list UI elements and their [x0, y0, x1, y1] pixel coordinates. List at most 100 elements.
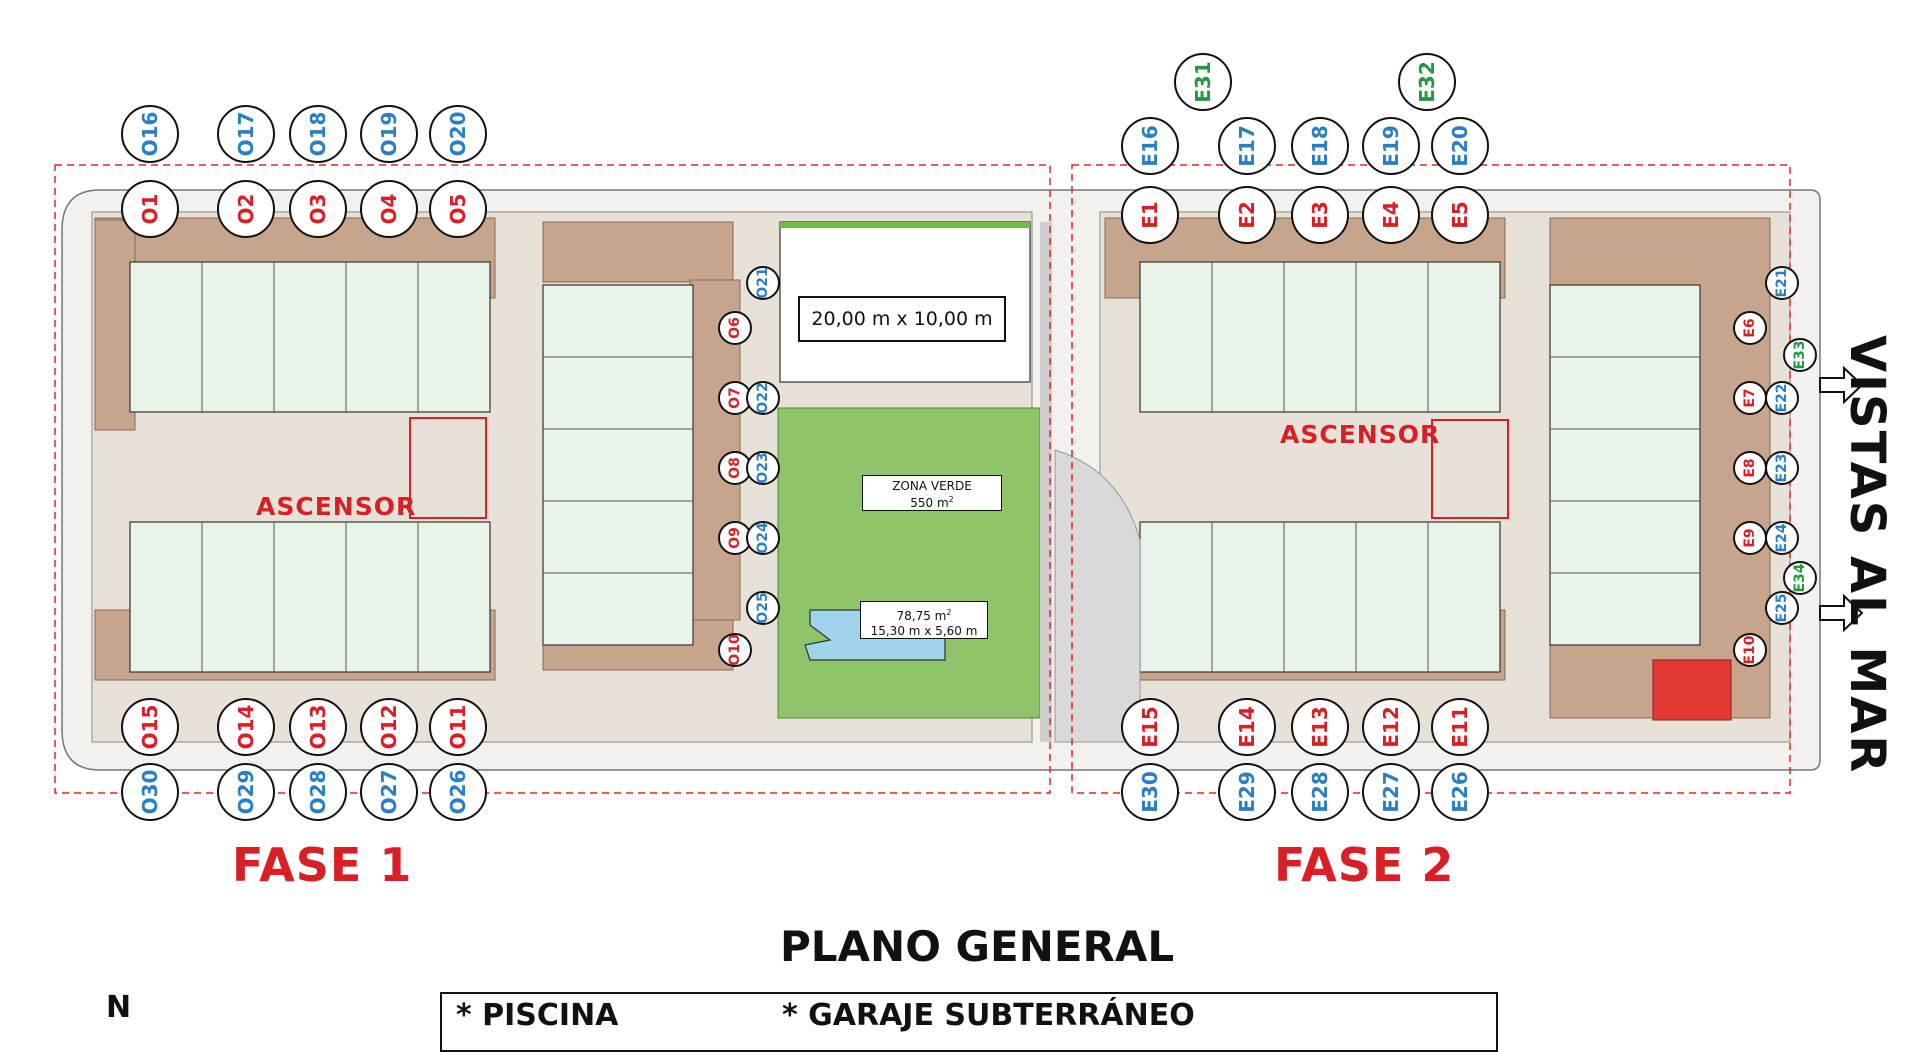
- pool-area-dimensions: 20,00 m x 10,00 m: [798, 296, 1006, 342]
- unit-marker-circle: [1431, 186, 1489, 244]
- unit-marker-label: E1: [1138, 201, 1162, 229]
- unit-marker-o27: O27: [360, 763, 418, 821]
- unit-marker-circle: [746, 521, 780, 555]
- unit-marker-o17: O17: [217, 105, 275, 163]
- unit-marker-circle: [217, 180, 275, 238]
- unit-marker-circle: [1218, 117, 1276, 175]
- unit-marker-circle: [1765, 381, 1799, 415]
- unit-marker-e14: E14: [1218, 698, 1276, 756]
- unit-marker-label: O20: [446, 112, 470, 157]
- unit-marker-e28: E28: [1291, 763, 1349, 821]
- unit-marker-label: O17: [234, 112, 258, 157]
- unit-marker-circle: [718, 633, 752, 667]
- unit-marker-label: E14: [1235, 706, 1259, 748]
- unit-marker-label: E32: [1415, 61, 1439, 103]
- unit-marker-label: O1: [138, 194, 162, 225]
- unit-marker-e25: E25: [1765, 591, 1799, 625]
- unit-marker-circle: [1765, 591, 1799, 625]
- unit-marker-circle: [1362, 698, 1420, 756]
- unit-marker-label: E10: [1742, 635, 1758, 664]
- unit-marker-circle: [1733, 311, 1767, 345]
- unit-marker-e6: E6: [1733, 311, 1767, 345]
- unit-marker-label: O21: [755, 267, 771, 298]
- unit-marker-label: E34: [1792, 563, 1808, 592]
- unit-marker-e2: E2: [1218, 186, 1276, 244]
- unit-marker-label: E19: [1379, 125, 1403, 167]
- unit-marker-circle: [1765, 521, 1799, 555]
- unit-marker-circle: [121, 105, 179, 163]
- unit-marker-o22: O22: [746, 381, 780, 415]
- unit-marker-o10: O10: [718, 633, 752, 667]
- unit-marker-o16: O16: [121, 105, 179, 163]
- pool-area-sup: 2: [946, 608, 952, 617]
- unit-marker-o30: O30: [121, 763, 179, 821]
- unit-marker-e22: E22: [1765, 381, 1799, 415]
- unit-marker-circle: [1218, 763, 1276, 821]
- unit-marker-circle: [217, 763, 275, 821]
- unit-marker-circle: [360, 698, 418, 756]
- unit-marker-e13: E13: [1291, 698, 1349, 756]
- unit-marker-circle: [746, 381, 780, 415]
- unit-marker-label: O26: [446, 770, 470, 815]
- unit-marker-circle: [217, 105, 275, 163]
- unit-marker-circle: [1431, 763, 1489, 821]
- unit-marker-circle: [1174, 53, 1232, 111]
- unit-marker-label: E4: [1379, 201, 1403, 229]
- unit-marker-label: E6: [1742, 318, 1758, 337]
- unit-marker-e7: E7: [1733, 381, 1767, 415]
- unit-marker-label: E9: [1742, 528, 1758, 547]
- unit-marker-circle: [1765, 451, 1799, 485]
- unit-marker-e5: E5: [1431, 186, 1489, 244]
- unit-marker-e33: E33: [1783, 338, 1817, 372]
- unit-marker-label: E18: [1308, 125, 1332, 167]
- unit-marker-circle: [1431, 698, 1489, 756]
- unit-marker-label: O15: [138, 705, 162, 750]
- unit-marker-e30: E30: [1121, 763, 1179, 821]
- unit-marker-label: O13: [306, 705, 330, 750]
- unit-marker-label: E3: [1308, 201, 1332, 229]
- unit-marker-label: E31: [1191, 61, 1215, 103]
- unit-marker-circle: [1398, 53, 1456, 111]
- unit-marker-label: O2: [234, 194, 258, 225]
- unit-marker-circle: [429, 180, 487, 238]
- unit-marker-label: O10: [727, 634, 743, 666]
- unit-marker-o28: O28: [289, 763, 347, 821]
- unit-marker-label: O7: [727, 387, 743, 409]
- unit-marker-label: O30: [138, 770, 162, 815]
- unit-marker-label: O19: [377, 112, 401, 157]
- unit-marker-label: O28: [306, 770, 330, 815]
- unit-marker-circle: [746, 451, 780, 485]
- unit-marker-e31: E31: [1174, 53, 1232, 111]
- unit-marker-label: O11: [446, 705, 470, 750]
- unit-marker-label: E29: [1235, 771, 1259, 813]
- unit-marker-e4: E4: [1362, 186, 1420, 244]
- unit-marker-o11: O11: [429, 698, 487, 756]
- unit-marker-label: O6: [727, 317, 743, 339]
- sea-view-arrows: [1819, 365, 1864, 633]
- unit-marker-e11: E11: [1431, 698, 1489, 756]
- unit-marker-circle: [1733, 633, 1767, 667]
- unit-marker-label: E22: [1774, 383, 1790, 412]
- unit-marker-o9: O9: [718, 521, 752, 555]
- unit-marker-label: E17: [1235, 125, 1259, 167]
- unit-marker-e18: E18: [1291, 117, 1349, 175]
- unit-marker-circle: [1783, 338, 1817, 372]
- unit-marker-o21: O21: [746, 266, 780, 300]
- unit-marker-e17: E17: [1218, 117, 1276, 175]
- unit-marker-label: O22: [755, 382, 771, 413]
- unit-marker-label: E30: [1138, 771, 1162, 813]
- plan-title: PLANO GENERAL: [780, 922, 1175, 971]
- unit-marker-e12: E12: [1362, 698, 1420, 756]
- unit-marker-e10: E10: [1733, 633, 1767, 667]
- unit-marker-circle: [429, 105, 487, 163]
- unit-marker-circle: [1218, 186, 1276, 244]
- unit-marker-e23: E23: [1765, 451, 1799, 485]
- green-zone-label: ZONA VERDE 550 m2: [862, 475, 1002, 511]
- unit-marker-circle: [1362, 186, 1420, 244]
- unit-marker-circle: [718, 311, 752, 345]
- unit-marker-o3: O3: [289, 180, 347, 238]
- elevator-2-label: ASCENSOR: [1280, 420, 1441, 449]
- unit-marker-label: E25: [1774, 593, 1790, 622]
- unit-marker-label: O18: [306, 112, 330, 157]
